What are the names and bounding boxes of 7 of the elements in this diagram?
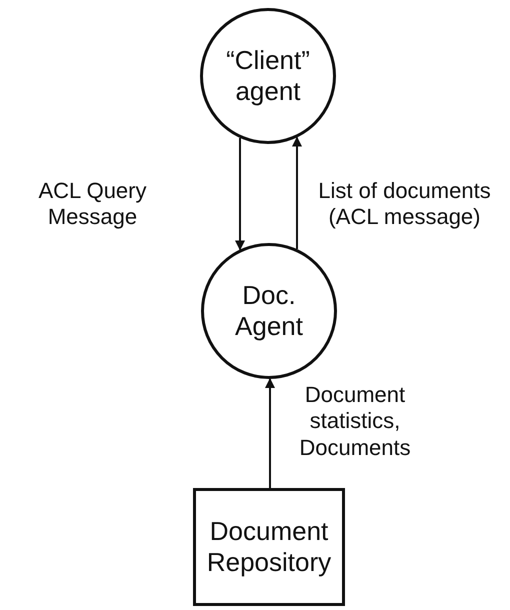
arrow xyxy=(235,138,245,250)
repository-box xyxy=(193,488,345,606)
node-label: Doc. Agent xyxy=(234,280,304,342)
node-label: Document Repository xyxy=(206,516,332,578)
arrow xyxy=(292,136,302,250)
node-label: “Client” agent xyxy=(225,44,311,108)
arrow xyxy=(265,378,275,488)
